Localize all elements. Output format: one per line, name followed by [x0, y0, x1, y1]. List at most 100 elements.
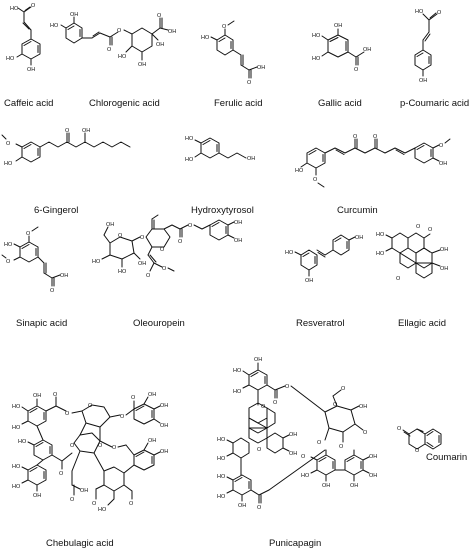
compound-name-ellagic-acid: Ellagic acid	[398, 318, 447, 329]
atom-label: HO	[376, 251, 385, 257]
atom-label: O	[98, 443, 103, 449]
atom-label: OH	[234, 238, 242, 244]
atom-label: HO	[4, 161, 13, 167]
atom-label: OH	[247, 156, 255, 162]
atom-label: HO	[233, 368, 242, 374]
atom-label: HO	[18, 439, 27, 445]
atom-label: HO	[201, 35, 210, 41]
atom-label: OH	[439, 161, 447, 167]
compound-name-caffeic-acid: Caffeic acid	[4, 98, 54, 109]
structure-chlorogenic-acid: OH HO O O O OH OH HO OH	[50, 12, 176, 68]
atom-label: OH	[33, 493, 41, 499]
atom-label: O	[396, 276, 401, 282]
atom-label: OH	[305, 278, 313, 284]
structure-sinapic-acid: O HO O O OH	[1, 226, 68, 294]
atom-label: HO	[12, 425, 21, 431]
atom-label: O	[301, 454, 306, 460]
atom-label: HO	[185, 157, 194, 163]
atom-label: OH	[234, 220, 242, 226]
atom-label: O	[117, 28, 122, 34]
atom-label: O	[397, 426, 402, 432]
atom-label: O	[437, 10, 442, 16]
atom-label: OH	[254, 357, 262, 363]
atom-label: HO	[4, 242, 13, 248]
atom-label: O	[31, 3, 36, 9]
atom-label: O	[188, 223, 193, 229]
atom-label: O	[65, 411, 70, 417]
atom-label: OH	[359, 404, 367, 410]
atom-label: OH	[82, 128, 90, 134]
atom-label: OH	[334, 23, 342, 29]
atom-label: HO	[285, 250, 294, 256]
atom-label: OH	[33, 393, 41, 399]
atom-label: OH	[440, 266, 448, 272]
atom-label: O	[363, 430, 368, 436]
atom-label: HO	[217, 494, 226, 500]
atom-label: HO	[312, 56, 321, 62]
atom-label: O	[257, 505, 262, 511]
atom-label: O	[70, 497, 75, 503]
atom-label: OH	[238, 503, 246, 509]
atom-label: HO	[98, 507, 107, 513]
atom-label: OH	[168, 29, 176, 35]
atom-label: OH	[289, 451, 297, 457]
atom-label: OH	[27, 67, 35, 73]
atom-label: OH	[138, 62, 146, 68]
structure-chebulagic-acid: HO HO OH O O O O O OH OH OH O O H	[12, 392, 168, 513]
structure-hydroxytyrosol: HO HO OH	[185, 136, 255, 163]
atom-label: HO	[118, 54, 127, 60]
atom-label: OH	[106, 222, 114, 228]
atom-label: OH	[160, 449, 168, 455]
atom-label: HO	[92, 259, 101, 265]
atom-label: O	[354, 67, 359, 73]
structure-curcumin: HO O O O O OH	[295, 134, 451, 188]
atom-label: O	[50, 288, 55, 294]
atom-label: O	[247, 80, 252, 86]
compound-name-oleouropein: Oleouropein	[133, 318, 185, 329]
atom-label: O	[146, 273, 151, 279]
atom-label: O	[140, 235, 145, 241]
atom-label: OH	[148, 392, 156, 398]
atom-label: O	[313, 177, 318, 183]
atom-label: OH	[160, 403, 168, 409]
atom-label: HO	[217, 456, 226, 462]
atom-label: OH	[138, 261, 146, 267]
structure-ellagic-acid: O O O HO HO OH OH	[376, 224, 448, 282]
compound-name-curcumin: Curcumin	[337, 205, 378, 216]
atom-label: O	[257, 447, 262, 453]
atom-label: HO	[118, 269, 127, 275]
atom-label: O	[107, 47, 112, 53]
atom-label: OH	[322, 483, 330, 489]
structure-caffeic-acid: O HO HO OH	[6, 3, 41, 73]
structure-oleouropein: O OH HO HO OH O O O O O O	[92, 214, 242, 279]
atom-label: O	[88, 403, 93, 409]
atom-label: OH	[369, 454, 377, 460]
atom-label: O	[428, 227, 433, 233]
structure-gallic-acid: HO OH HO O OH	[312, 23, 371, 73]
atom-label: O	[178, 239, 183, 245]
atom-label: OH	[148, 438, 156, 444]
atom-label: O	[157, 13, 162, 19]
compound-name-ferulic-acid: Ferulic acid	[214, 98, 263, 109]
compound-name-chebulagic-acid: Chebulagic acid	[46, 538, 114, 549]
atom-label: HO	[233, 389, 242, 395]
atom-label: OH	[369, 473, 377, 479]
atom-label: OH	[440, 247, 448, 253]
compound-name-punicapagin: Punicapagin	[269, 538, 322, 549]
atom-label: O	[6, 259, 11, 265]
atom-label: O	[339, 444, 344, 450]
atom-label: O	[415, 448, 420, 454]
atom-label: O	[118, 233, 123, 239]
atom-label: O	[273, 400, 278, 406]
atom-label: HO	[6, 56, 15, 62]
atom-label: O	[26, 231, 31, 237]
atom-label: HO	[217, 474, 226, 480]
atom-label: O	[416, 224, 421, 230]
structure-ferulic-acid: O HO O OH	[201, 20, 265, 86]
compound-name-gallic-acid: Gallic acid	[318, 98, 362, 109]
atom-label: O	[317, 440, 322, 446]
atom-label: O	[341, 386, 346, 392]
atom-label: OH	[289, 432, 297, 438]
compound-name-p-coumaric-acid: p-Coumaric acid	[400, 98, 470, 109]
atom-label: O	[65, 128, 70, 134]
